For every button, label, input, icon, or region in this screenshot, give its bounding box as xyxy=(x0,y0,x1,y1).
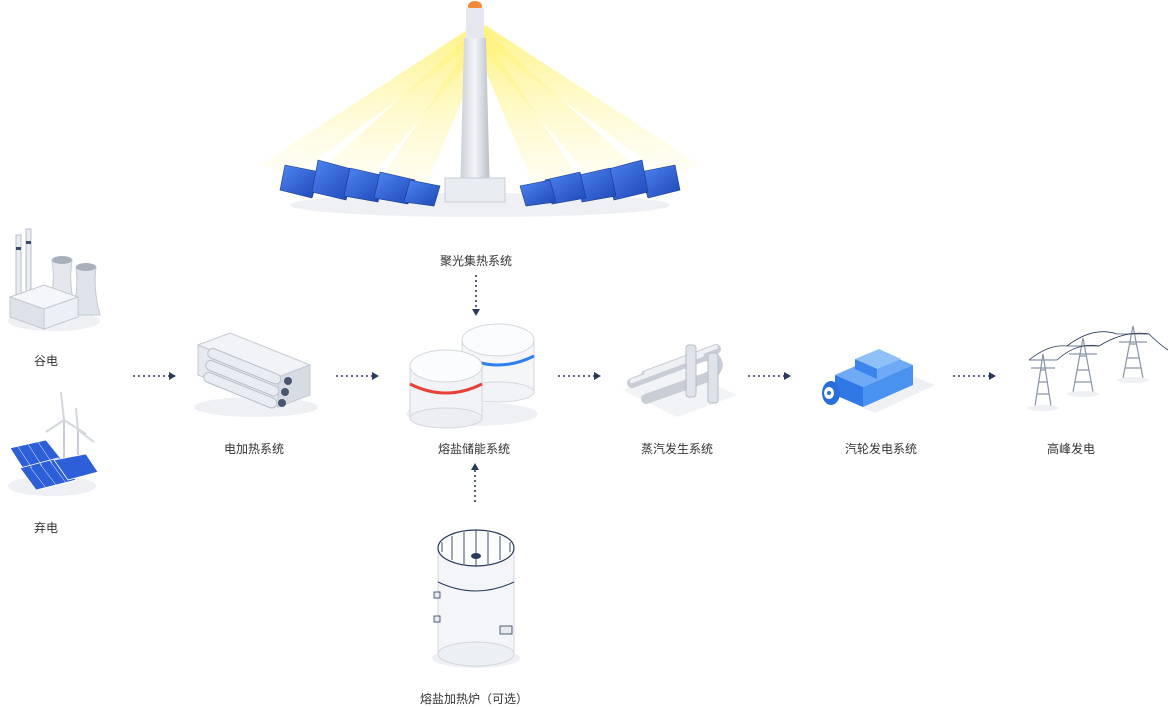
storage-tanks-icon xyxy=(400,318,545,430)
steam-pipes-icon xyxy=(612,335,742,420)
arrow-steam-to-turbine xyxy=(748,371,792,381)
turbine-icon xyxy=(815,335,940,420)
peak-power-label: 高峰发电 xyxy=(1046,442,1096,456)
furnace-tank-icon xyxy=(428,520,524,670)
arrow-grid-to-heater xyxy=(133,371,177,381)
arrow-heater-to-storage xyxy=(336,371,380,381)
salt-furnace-label: 熔盐加热炉（可选） xyxy=(419,692,529,706)
power-tower-icon xyxy=(1015,320,1168,415)
solar-tower-icon xyxy=(250,0,710,225)
arrow-tower-to-storage xyxy=(471,275,481,317)
turbine-generator-label: 汽轮发电系统 xyxy=(844,442,918,456)
arrow-turbine-to-peak xyxy=(953,371,997,381)
wind-solar-icon xyxy=(6,390,99,500)
renewable-power-label: 弃电 xyxy=(33,521,59,535)
solar-tower-label: 聚光集热系统 xyxy=(439,254,513,268)
heater-icon xyxy=(190,325,322,420)
coal-power-label: 谷电 xyxy=(33,354,59,368)
arrow-storage-to-steam xyxy=(558,371,602,381)
molten-salt-storage-label: 熔盐储能系统 xyxy=(437,442,511,456)
electric-heater-label: 电加热系统 xyxy=(223,442,285,456)
steam-generator-label: 蒸汽发生系统 xyxy=(640,442,714,456)
power-plant-icon xyxy=(4,225,104,335)
arrow-furnace-to-storage xyxy=(470,462,480,502)
